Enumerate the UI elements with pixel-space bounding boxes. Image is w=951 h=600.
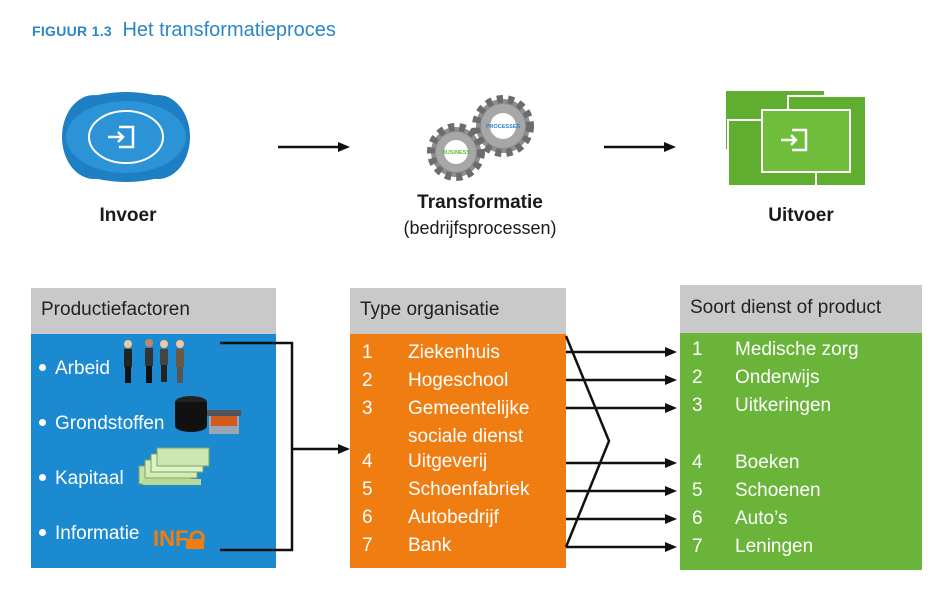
products-box: Soort dienst of product 1 Medische zorg 2… — [680, 285, 922, 570]
figure-number: FIGUUR 1.3 — [32, 23, 113, 39]
factor-label: Grondstoffen — [55, 413, 165, 434]
item-number: 2 — [692, 367, 703, 388]
bullet-icon — [39, 363, 46, 371]
money-icon — [138, 447, 210, 485]
people-icon — [124, 339, 184, 383]
item-label: Onderwijs — [735, 367, 820, 388]
item-label: Medische zorg — [735, 339, 859, 360]
factor-item-arbeid: Arbeid — [39, 358, 110, 380]
item-number: 2 — [362, 370, 373, 391]
item-number: 6 — [692, 508, 703, 529]
stage-label-output: Uitvoer — [768, 205, 834, 226]
factors-body: Arbeid Grondstoffen Kapitaal Informatie — [31, 334, 276, 568]
raw-materials-icon — [175, 396, 241, 434]
info-icon: INFO — [153, 526, 206, 551]
figure-title: FIGUUR 1.3 Het transformatieproces — [32, 19, 336, 42]
arrow-transformation-to-output — [604, 142, 676, 152]
factor-item-informatie: Informatie — [39, 523, 139, 545]
factor-item-grondstoffen: Grondstoffen — [39, 413, 165, 435]
stage-label-transformation: Transformatie — [417, 192, 543, 213]
item-number: 5 — [362, 479, 373, 500]
organisations-header: Type organisatie — [350, 288, 566, 334]
item-label: sociale dienst — [408, 426, 524, 447]
arrow-input-to-transformation — [278, 142, 350, 152]
products-header: Soort dienst of product — [680, 285, 922, 333]
factor-label: Arbeid — [55, 358, 110, 379]
gears-icon — [427, 95, 534, 181]
bullet-icon — [39, 473, 46, 481]
item-number: 4 — [362, 451, 373, 472]
factor-item-kapitaal: Kapitaal — [39, 468, 124, 490]
gear-label-business: BUSINESS — [442, 150, 470, 156]
organisations-box: Type organisatie 1 Ziekenhuis 2 Hogeschool… — [350, 288, 566, 568]
bullet-icon — [39, 418, 46, 426]
item-number: 7 — [692, 536, 703, 557]
item-number: 3 — [692, 395, 703, 416]
item-label: Autobedrijf — [408, 507, 499, 528]
item-number: 4 — [692, 452, 703, 473]
gear-label-processes: PROCESSES — [486, 124, 521, 130]
item-label: Uitkeringen — [735, 395, 832, 416]
item-label: Schoenen — [735, 480, 821, 501]
figure-caption: Het transformatieproces — [122, 19, 336, 41]
item-label: Bank — [408, 535, 452, 556]
bullet-icon — [39, 528, 46, 536]
item-label: Leningen — [735, 536, 814, 557]
item-label: Boeken — [735, 452, 800, 473]
products-body: 1 Medische zorg 2 Onderwijs 3 Uitkeringen 4… — [680, 333, 922, 570]
stage-sublabel-transformation: (bedrijfsprocessen) — [403, 218, 557, 238]
stage-label-input: Invoer — [99, 205, 157, 226]
item-label: Schoenfabriek — [408, 479, 530, 500]
factor-label: Informatie — [55, 523, 140, 544]
factors-header: Productiefactoren — [31, 288, 276, 334]
item-label: Uitgeverij — [408, 451, 488, 472]
input-cloud-icon — [62, 92, 190, 182]
factors-box: Productiefactoren Arbeid Grondstoffen Ka… — [31, 288, 276, 568]
item-number: 7 — [362, 535, 373, 556]
item-number: 1 — [362, 342, 373, 363]
factor-label: Kapitaal — [55, 468, 124, 489]
item-number: 5 — [692, 480, 703, 501]
item-number: 1 — [692, 339, 703, 360]
item-label: Hogeschool — [408, 370, 509, 391]
item-number: 3 — [362, 398, 373, 419]
organisations-body: 1 Ziekenhuis 2 Hogeschool 3 Gemeentelijke s… — [350, 334, 566, 568]
item-label: Ziekenhuis — [408, 342, 500, 363]
item-label: Gemeentelijke — [408, 398, 530, 419]
factors-icons: INFO — [124, 339, 241, 551]
item-number: 6 — [362, 507, 373, 528]
item-label: Auto’s — [735, 508, 788, 529]
output-slides-icon — [724, 89, 867, 187]
